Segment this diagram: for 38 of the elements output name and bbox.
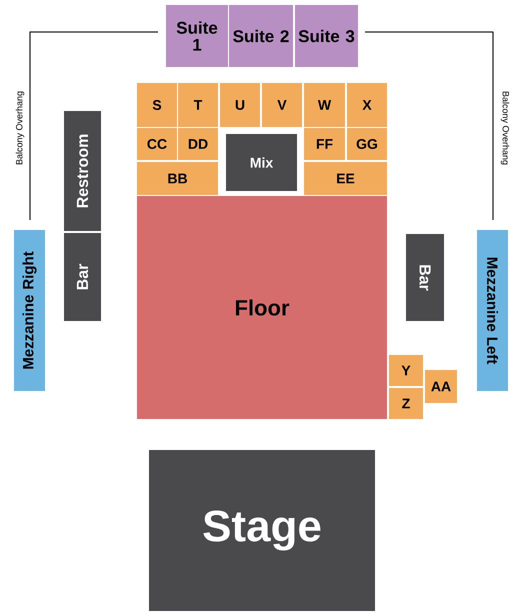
node-label: FF — [316, 139, 333, 149]
node-label: S — [152, 100, 162, 110]
seating-section: S — [137, 83, 177, 127]
node-label: X — [362, 100, 372, 110]
seating-section: BB — [137, 162, 218, 195]
node-label: T — [194, 100, 202, 110]
suite-section: Suite 1 — [166, 5, 228, 67]
restroom-area: Restroom — [64, 111, 101, 231]
seating-section: X — [347, 83, 387, 127]
seating-section: T — [178, 83, 218, 127]
suite-section: Suite 3 — [295, 5, 358, 67]
balcony-label: Balcony Overhang — [16, 92, 24, 164]
seating-section: U — [220, 83, 260, 127]
seating-section: V — [262, 83, 302, 127]
bar-area: Bar — [64, 233, 101, 321]
floor-section: Floor — [137, 196, 387, 419]
seating-section: Y — [389, 355, 423, 386]
node-label: CC — [147, 139, 167, 149]
stage-area: Stage — [149, 450, 375, 611]
seating-section: EE — [304, 162, 387, 195]
mezzanine-section: Mezzanine Right — [14, 230, 45, 391]
mezzanine-section: Mezzanine Left — [477, 230, 508, 391]
seating-section: DD — [178, 128, 218, 160]
seating-section: FF — [304, 128, 345, 160]
seating-section: Z — [389, 388, 423, 419]
bar-area: Bar — [406, 234, 444, 321]
seating-section: CC — [137, 128, 177, 160]
suite-section: Suite 2 — [229, 5, 293, 67]
seating-section: GG — [347, 128, 387, 160]
node-label: Suite 1 — [176, 21, 218, 51]
node-label: W — [318, 100, 332, 110]
node-label: GG — [356, 139, 378, 149]
balcony-label: Balcony Overhang — [500, 92, 510, 164]
mix-area: Mix — [226, 134, 297, 191]
node-label: Suite 2 — [233, 30, 289, 42]
node-label: DD — [188, 139, 208, 149]
seating-section: W — [304, 83, 345, 127]
seating-section: AA — [425, 370, 457, 403]
